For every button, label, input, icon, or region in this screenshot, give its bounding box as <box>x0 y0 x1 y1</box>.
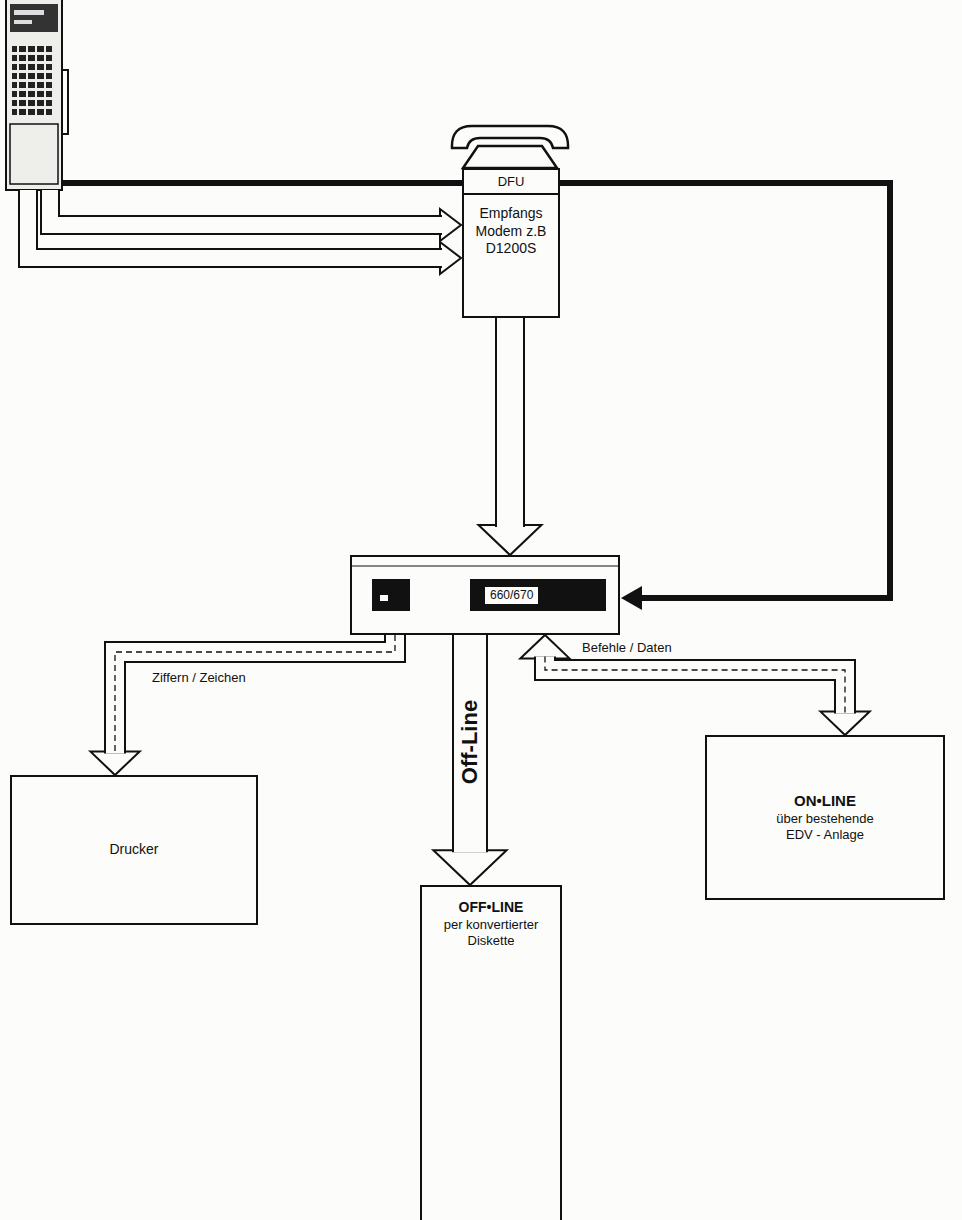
telephone-handset <box>452 126 568 148</box>
dashed-line <box>545 657 845 714</box>
terminal-screen <box>14 20 32 24</box>
node-title: ON•LINE <box>794 792 856 811</box>
online-box: ON•LINEüber bestehende EDV - Anlage <box>705 735 945 900</box>
arrow-shaft-inner <box>545 657 845 714</box>
printer-box: Drucker <box>10 775 258 925</box>
arrow-head <box>520 635 569 659</box>
hollow-arrow <box>520 635 869 735</box>
node-title: Drucker <box>103 835 164 865</box>
terminal-display <box>10 4 58 32</box>
node-text: über bestehende EDV - Anlage <box>775 811 875 844</box>
hollow-arrow <box>28 190 461 274</box>
arrow-shaft-inner <box>497 318 523 527</box>
modem-box: DFUEmpfangs Modem z.B D1200S <box>462 168 560 318</box>
panel-line <box>352 566 618 567</box>
arrow-head <box>440 242 461 274</box>
arrow-shaft-inner <box>115 635 395 753</box>
hollow-arrow <box>433 635 506 885</box>
node-title: OFF•LINE <box>459 899 524 917</box>
handheld-terminal <box>6 0 68 190</box>
hollow-arrow <box>90 635 395 775</box>
arrow-shaft <box>28 190 442 258</box>
device-panel <box>352 566 618 611</box>
hollow-arrow <box>479 318 542 555</box>
edge-label: Ziffern / Zeichen <box>150 670 248 685</box>
disk-led <box>380 595 388 601</box>
arrow-head <box>621 586 642 610</box>
arrow-head <box>90 751 139 775</box>
arrow-head <box>820 711 869 735</box>
node-title: 660/670 <box>484 586 539 605</box>
disk-slot <box>372 579 410 611</box>
arrow-shaft <box>545 657 845 714</box>
edge-label: Off-Line <box>457 697 483 787</box>
node-text: Empfangs Modem z.B D1200S <box>464 195 558 268</box>
display-panel <box>470 579 606 611</box>
arrow-head <box>479 525 542 555</box>
terminal-cord <box>62 70 68 134</box>
arrow-shaft <box>28 190 442 258</box>
device-box: 660/670 <box>350 555 620 635</box>
offline-box: OFF•LINEper konvertierter Diskette <box>420 885 562 1220</box>
arrow-shaft <box>115 635 395 753</box>
node-text: per konvertierter Diskette <box>432 917 550 950</box>
arrow-shaft <box>50 190 442 225</box>
terminal-base <box>10 124 58 184</box>
terminal-keypad <box>12 44 52 116</box>
terminal-body <box>6 0 62 190</box>
arrow-shaft <box>452 635 488 852</box>
hollow-arrow <box>50 190 461 241</box>
arrow-head <box>440 209 461 241</box>
arrow-shaft-inner <box>454 635 486 852</box>
arrow-shaft <box>495 318 525 527</box>
node-title: DFU <box>464 170 558 195</box>
edge-label: Befehle / Daten <box>580 640 674 655</box>
dashed-line <box>115 635 395 753</box>
telephone-base <box>463 146 557 168</box>
telephone <box>452 126 568 168</box>
terminal-screen <box>14 10 44 15</box>
arrow-head <box>433 850 506 885</box>
arrow-shaft <box>50 190 442 225</box>
